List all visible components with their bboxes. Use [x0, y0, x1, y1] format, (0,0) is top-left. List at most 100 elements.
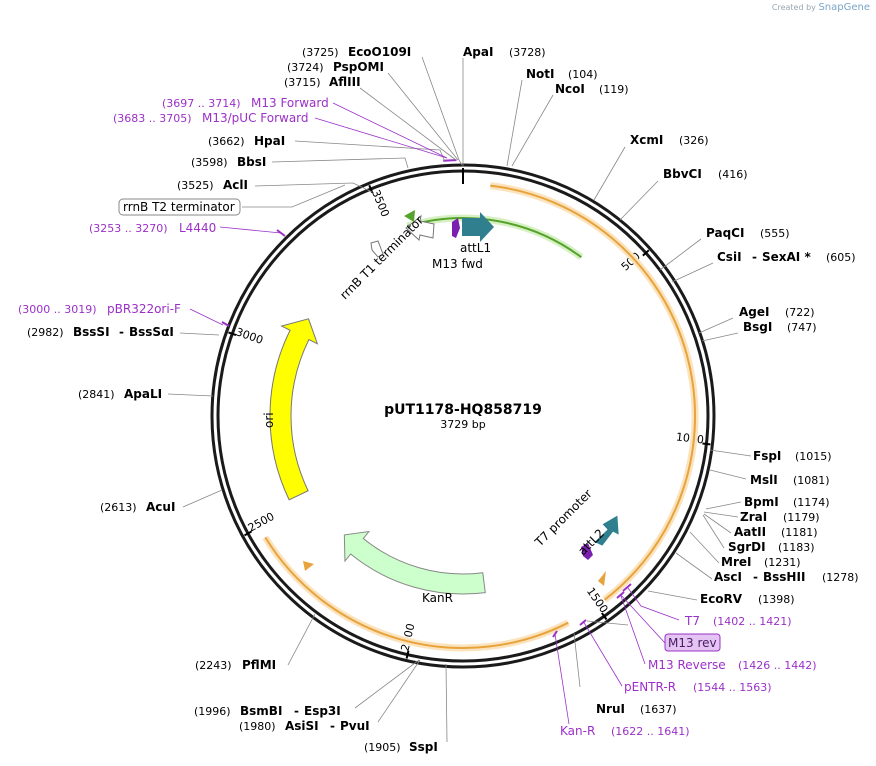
enzyme-name: AflIII — [329, 75, 361, 89]
enzyme-name: SexAI * — [762, 250, 811, 264]
orf-bottom-arrowhead — [303, 561, 314, 571]
m13-fwd-marker — [452, 218, 460, 238]
enzyme-pos: (326) — [679, 134, 709, 147]
m13-rev-highlight — [664, 633, 721, 652]
m13-forward-site — [443, 159, 457, 162]
enzyme-name: NotI — [526, 67, 555, 81]
attl1-label: attL1 — [460, 241, 491, 255]
enzyme-pos: (1905) — [364, 741, 401, 754]
enzyme-name: PvuI — [340, 719, 370, 733]
pentr-r-site — [579, 619, 587, 626]
primer-pos: (1402 .. 1421) — [713, 615, 792, 628]
primer-name: M13 Reverse — [648, 658, 726, 672]
enzyme-name: AgeI — [739, 305, 769, 319]
enzyme-dash: - — [330, 719, 335, 733]
enzyme-pos: (1015) — [795, 450, 832, 463]
enzyme-name: PaqCI — [706, 226, 744, 240]
enzyme-pos: (747) — [787, 321, 817, 334]
enzyme-name: Esp3I — [304, 704, 341, 718]
enzyme-pos: (2243) — [195, 659, 232, 672]
snapgene-credit: Created by SnapGene — [771, 2, 870, 13]
enzyme-pos: (1081) — [793, 474, 830, 487]
enzyme-name: HpaI — [254, 134, 285, 148]
primer-pos: (3253 .. 3270) — [89, 222, 168, 235]
enzyme-name: XcmI — [630, 133, 663, 147]
tick-mark — [405, 650, 410, 659]
enzyme-name: AscI — [714, 570, 742, 584]
primer-pos: (3683 .. 3705) — [113, 112, 192, 125]
enzyme-dash: - — [119, 325, 124, 339]
pbr322ori-f-site — [221, 321, 230, 327]
primer-pos: (3697 .. 3714) — [162, 97, 241, 110]
enzyme-name: EcoO109I — [348, 45, 411, 59]
tick-label: 3000 — [234, 325, 265, 347]
enzyme-name: AcuI — [146, 500, 175, 514]
enzyme-name: ZraI — [740, 510, 767, 524]
enzyme-pos: (1181) — [781, 526, 818, 539]
enzyme-name: SgrDI — [728, 540, 766, 554]
orf-bottom-glow — [262, 535, 570, 652]
enzyme-name: NcoI — [555, 82, 585, 96]
primer-labels: (3697 .. 3714) M13 Forward (3683 .. 3705… — [18, 96, 817, 738]
ori-arrow — [269, 318, 319, 501]
leader-lines — [167, 56, 752, 743]
m13-fwd-label: M13 fwd — [432, 257, 483, 271]
primer-name: T7 — [684, 614, 700, 628]
orf-bottom-line — [264, 536, 569, 649]
enzyme-pos: (555) — [760, 227, 790, 240]
enzyme-name: FspI — [753, 449, 781, 463]
tick-label: 1000 — [675, 430, 704, 446]
enzyme-pos: (2613) — [100, 501, 137, 514]
t7-promoter-marker — [581, 543, 593, 560]
tick-mark — [601, 612, 608, 621]
attl1-arrow — [462, 212, 494, 242]
enzyme-pos: (1183) — [778, 541, 815, 554]
enzyme-name: SspI — [409, 740, 438, 754]
primer-name: M13 rev — [668, 636, 717, 650]
enzyme-name: PspOMI — [333, 60, 384, 74]
enzyme-name: ApaI — [463, 45, 493, 59]
kanr-arrow — [343, 530, 486, 595]
enzyme-name: BsmBI — [240, 704, 282, 718]
primer-name: Kan-R — [560, 724, 595, 738]
enzyme-pos: (1980) — [239, 720, 276, 733]
enzyme-name: CsiI — [717, 250, 742, 264]
orf-right-line — [490, 184, 697, 601]
plasmid-length: 3729 bp — [440, 418, 485, 431]
enzyme-name: EcoRV — [700, 592, 743, 606]
primer-pos: (1622 .. 1641) — [611, 725, 690, 738]
enzyme-pos: (3724) — [287, 61, 324, 74]
tick-label: 2500 — [246, 510, 277, 535]
rrnb-t2-label: rrnB T2 terminator — [123, 200, 235, 214]
primer-pos: (1544 .. 1563) — [693, 681, 772, 694]
ori-label: ori — [262, 412, 276, 428]
enzyme-name: AclI — [223, 178, 248, 192]
enzyme-labels: (3725) EcoO109I (3724) PspOMI (3715) Afl… — [27, 45, 859, 754]
green-feature-line — [407, 217, 582, 259]
enzyme-pos: (3598) — [191, 156, 228, 169]
enzyme-pos: (1231) — [764, 556, 801, 569]
enzyme-name: NruI — [596, 702, 625, 716]
enzyme-pos: (1278) — [822, 571, 859, 584]
enzyme-pos: (1174) — [793, 496, 830, 509]
rrnb-t2-arrow — [370, 240, 384, 258]
enzyme-name: ApaLI — [124, 387, 162, 401]
primer-name: M13/pUC Forward — [202, 111, 309, 125]
enzyme-name: BpmI — [744, 495, 779, 509]
enzyme-name: BbsI — [237, 155, 266, 169]
enzyme-name: BssHII — [763, 570, 805, 584]
enzyme-name: AsiSI — [285, 719, 319, 733]
plasmid-name: pUT1178-HQ858719 — [384, 402, 542, 418]
enzyme-name: BssSI — [73, 325, 110, 339]
enzyme-dash: - — [752, 250, 757, 264]
enzyme-pos: (722) — [785, 306, 815, 319]
tick-label: 3500 — [369, 188, 392, 219]
enzyme-pos: (2841) — [78, 388, 115, 401]
enzyme-pos: (104) — [568, 68, 598, 81]
primer-leader-lines — [189, 102, 680, 725]
tick-mark — [228, 331, 237, 337]
enzyme-pos: (1996) — [194, 705, 231, 718]
features-layer — [221, 159, 699, 652]
enzyme-pos: (3728) — [509, 46, 546, 59]
